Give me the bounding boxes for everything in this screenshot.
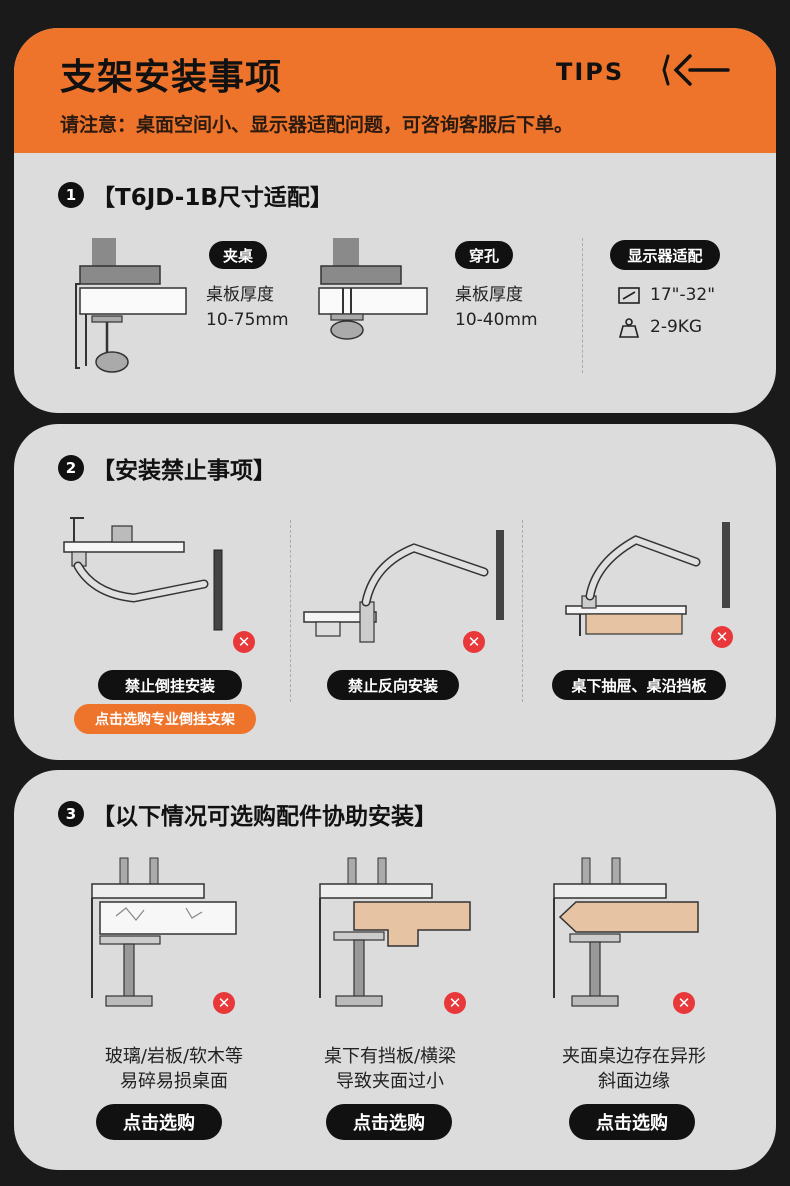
section2-divider-1: [290, 520, 291, 702]
clamp-label: 夹桌: [209, 241, 267, 269]
section1-heading: 1 【T6JD-1B尺寸适配】: [58, 178, 333, 212]
section2-number: 2: [58, 455, 84, 481]
clamp-thickness-range: 10-75mm: [206, 310, 289, 330]
monitor-weight: 2-9KG: [650, 317, 703, 337]
prohibited-icon: ✕: [711, 626, 733, 648]
monitor-fit-label: 显示器适配: [610, 240, 720, 270]
drawer-obstruction-illustration: [565, 522, 730, 636]
notice-text: 请注意：桌面空间小、显示器适配问题，可咨询客服后下单。: [60, 114, 574, 136]
section1-number: 1: [58, 182, 84, 208]
prohibited-icon: ✕: [233, 631, 255, 653]
arrow-left-icon: [662, 54, 730, 86]
monitor-size: 17"-32": [650, 285, 716, 305]
fragile-desk-line1: 玻璃/岩板/软木等: [104, 1046, 244, 1067]
buy-button-bevel[interactable]: 点击选购: [569, 1104, 695, 1140]
no-reverse-label: 禁止反向安装: [327, 670, 459, 700]
no-upside-down-label: 禁止倒挂安装: [98, 670, 242, 700]
tips-label: TIPS: [556, 58, 625, 86]
clamp-thickness-label: 桌板厚度: [206, 285, 274, 305]
beam-obstruction-illustration: [319, 857, 471, 1007]
drawer-edge-label: 桌下抽屉、桌沿挡板: [552, 670, 726, 700]
prohibited-icon: ✕: [673, 992, 695, 1014]
buy-button-fragile[interactable]: 点击选购: [96, 1104, 222, 1140]
monitor-size-icon: [618, 287, 640, 304]
section3-heading: 3 【以下情况可选购配件协助安装】: [58, 797, 437, 831]
header-card: 支架安装事项 TIPS 请注意：桌面空间小、显示器适配问题，可咨询客服后下单。 …: [14, 28, 776, 413]
section2-divider-2: [522, 520, 523, 702]
prohibited-icon: ✕: [444, 992, 466, 1014]
section1-title: 【T6JD-1B尺寸适配】: [92, 185, 333, 211]
beam-line1: 桌下有挡板/横梁: [323, 1046, 457, 1067]
section2-card: 2 【安装禁止事项】 ✕ 禁止倒挂安装 点击选购专业倒挂支架 ✕ 禁止反向安装 …: [14, 424, 776, 760]
grommet-mount-illustration: [318, 238, 428, 340]
section3-number: 3: [58, 801, 84, 827]
section3-title: 【以下情况可选购配件协助安装】: [92, 804, 437, 830]
beam-line2: 导致夹面过小: [336, 1071, 444, 1092]
fragile-desk-illustration: [91, 857, 237, 1007]
prohibited-icon: ✕: [463, 631, 485, 653]
weight-icon: [618, 318, 640, 338]
bevel-line2: 斜面边缘: [598, 1071, 670, 1092]
prohibited-icon: ✕: [213, 992, 235, 1014]
grommet-thickness-range: 10-40mm: [455, 310, 538, 330]
grommet-thickness-label: 桌板厚度: [455, 285, 523, 305]
bevel-line1: 夹面桌边存在异形: [562, 1046, 706, 1067]
clamp-mount-illustration: [75, 238, 187, 373]
section3-card: 3 【以下情况可选购配件协助安装】 ✕ 玻璃/岩板/软木等 易碎易损桌面 点击选…: [14, 770, 776, 1170]
section1-divider: [582, 238, 583, 373]
beveled-edge-illustration: [553, 857, 699, 1007]
reverse-mount-illustration: [303, 530, 504, 643]
page-title: 支架安装事项: [60, 57, 283, 98]
grommet-label: 穿孔: [455, 241, 513, 269]
buy-button-beam[interactable]: 点击选购: [326, 1104, 452, 1140]
section2-heading: 2 【安装禁止事项】: [58, 451, 276, 485]
section2-title: 【安装禁止事项】: [92, 458, 276, 484]
header-banner: [14, 28, 776, 153]
upside-down-mount-illustration: [63, 517, 223, 631]
buy-upside-down-bracket-button[interactable]: 点击选购专业倒挂支架: [74, 704, 256, 734]
fragile-desk-line2: 易碎易损桌面: [120, 1071, 228, 1092]
